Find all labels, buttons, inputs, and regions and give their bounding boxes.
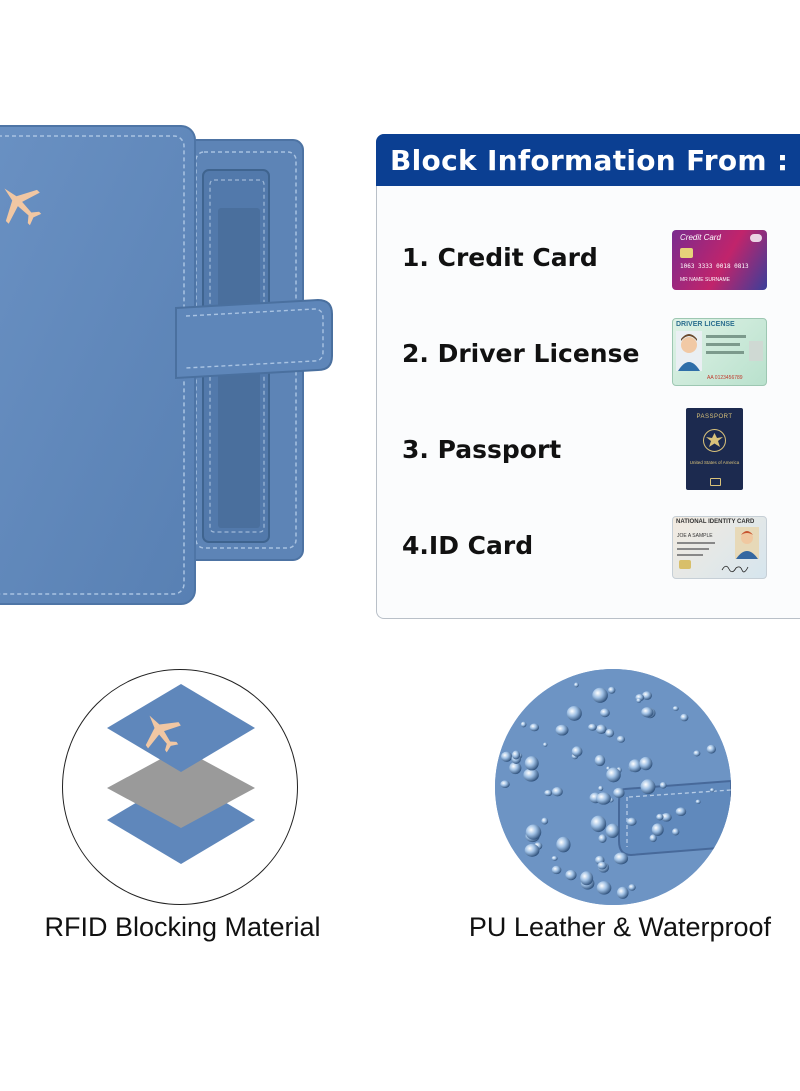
water-droplet bbox=[639, 756, 653, 771]
credit-card-number: 1063 3333 0018 0813 bbox=[680, 263, 749, 270]
water-droplet bbox=[592, 687, 608, 703]
water-droplet bbox=[596, 881, 612, 895]
water-droplet bbox=[500, 751, 513, 762]
water-droplet bbox=[511, 750, 521, 760]
driver-license-number: AA 0123456789 bbox=[707, 375, 743, 381]
water-droplet bbox=[524, 843, 540, 857]
credit-card-name: MR NAME SURNAME bbox=[680, 277, 731, 283]
chip-icon bbox=[680, 248, 693, 258]
water-droplet bbox=[680, 713, 689, 722]
water-droplet bbox=[551, 855, 558, 861]
airplane-icon bbox=[4, 188, 42, 226]
water-droplet bbox=[523, 768, 539, 782]
water-droplet bbox=[706, 744, 716, 754]
water-droplet bbox=[656, 813, 664, 821]
water-droplet bbox=[642, 691, 652, 700]
water-droplet bbox=[672, 828, 680, 836]
water-droplet bbox=[551, 865, 562, 875]
water-droplet bbox=[500, 780, 510, 789]
panel-title: Block Information From : bbox=[376, 134, 800, 186]
credit-card-image: Credit Card 1063 3333 0018 0813 MR NAME … bbox=[672, 230, 767, 290]
water-droplet bbox=[552, 787, 563, 797]
water-droplet bbox=[520, 721, 527, 728]
water-droplet bbox=[649, 834, 657, 843]
item-driver-license: 2. Driver License bbox=[402, 339, 640, 368]
water-droplet bbox=[509, 761, 522, 775]
water-droplet bbox=[628, 759, 642, 773]
water-droplet bbox=[661, 813, 672, 822]
face-photo-icon bbox=[676, 331, 702, 371]
water-droplet bbox=[672, 706, 679, 711]
water-droplet bbox=[616, 886, 629, 899]
water-droplet bbox=[710, 788, 715, 793]
item-credit-card: 1. Credit Card bbox=[402, 243, 598, 272]
water-droplet bbox=[608, 686, 616, 694]
driver-license-image: DRIVER LICENSE AA 0123456789 bbox=[672, 318, 767, 386]
contactless-icon bbox=[750, 234, 762, 242]
rfid-material-circle bbox=[62, 669, 298, 905]
water-droplet bbox=[640, 779, 656, 795]
water-droplet bbox=[598, 834, 607, 843]
water-droplet bbox=[571, 746, 583, 757]
water-droplet bbox=[524, 756, 539, 771]
water-droplet bbox=[675, 807, 687, 816]
passport-country: United States of America bbox=[689, 460, 740, 465]
passport-chip-icon bbox=[710, 478, 721, 486]
water-droplet bbox=[541, 817, 549, 825]
id-card-name: JOE A SAMPLE bbox=[677, 533, 713, 539]
water-droplet bbox=[580, 871, 594, 886]
signature-icon bbox=[721, 565, 749, 573]
water-droplet bbox=[597, 861, 607, 870]
water-droplet bbox=[543, 742, 548, 747]
water-droplet bbox=[695, 799, 701, 804]
water-droplet bbox=[588, 723, 597, 731]
water-droplet bbox=[613, 787, 625, 799]
water-droplet bbox=[590, 815, 607, 833]
small-photo-icon bbox=[749, 341, 763, 361]
water-droplet bbox=[613, 852, 629, 865]
leather-waterproof-circle bbox=[495, 669, 731, 905]
water-droplet bbox=[529, 723, 540, 732]
water-droplet bbox=[598, 785, 604, 792]
water-droplet bbox=[574, 682, 579, 688]
water-droplet bbox=[556, 836, 571, 853]
water-droplet bbox=[605, 823, 620, 839]
driver-license-title: DRIVER LICENSE bbox=[676, 321, 735, 328]
water-droplet bbox=[693, 750, 701, 757]
water-droplet bbox=[555, 724, 569, 736]
water-droplet bbox=[544, 789, 553, 797]
water-droplet bbox=[659, 781, 667, 789]
water-droplet bbox=[566, 705, 582, 721]
water-droplet bbox=[606, 767, 621, 783]
water-droplet bbox=[641, 707, 654, 718]
water-droplet bbox=[605, 728, 615, 738]
water-droplet bbox=[594, 754, 606, 767]
passport-title: PASSPORT bbox=[696, 414, 733, 420]
rfid-layers-icon bbox=[107, 684, 255, 864]
water-droplet bbox=[565, 869, 577, 881]
leather-caption: PU Leather & Waterproof bbox=[468, 912, 772, 942]
water-droplet bbox=[600, 708, 610, 718]
id-photo-icon bbox=[735, 527, 759, 559]
passport-image: PASSPORT United States of America bbox=[686, 408, 743, 490]
water-droplet bbox=[596, 792, 611, 805]
id-card-title: NATIONAL IDENTITY CARD bbox=[676, 519, 755, 525]
id-card-image: NATIONAL IDENTITY CARD JOE A SAMPLE bbox=[672, 516, 767, 579]
eagle-seal-icon bbox=[703, 429, 726, 452]
item-id-card: 4.ID Card bbox=[402, 531, 534, 560]
passport-wallet-illustration bbox=[0, 125, 333, 605]
water-droplet bbox=[616, 735, 626, 743]
water-droplet bbox=[628, 884, 636, 891]
water-droplet bbox=[636, 698, 642, 703]
item-passport: 3. Passport bbox=[402, 435, 562, 464]
rfid-caption: RFID Blocking Material bbox=[44, 912, 321, 942]
water-droplet bbox=[626, 817, 637, 826]
water-droplet bbox=[651, 823, 664, 837]
water-droplet bbox=[525, 824, 542, 840]
water-droplets-icon bbox=[495, 669, 731, 905]
credit-card-title: Credit Card bbox=[680, 233, 721, 242]
id-chip-icon bbox=[679, 560, 691, 569]
water-droplet bbox=[595, 724, 607, 734]
